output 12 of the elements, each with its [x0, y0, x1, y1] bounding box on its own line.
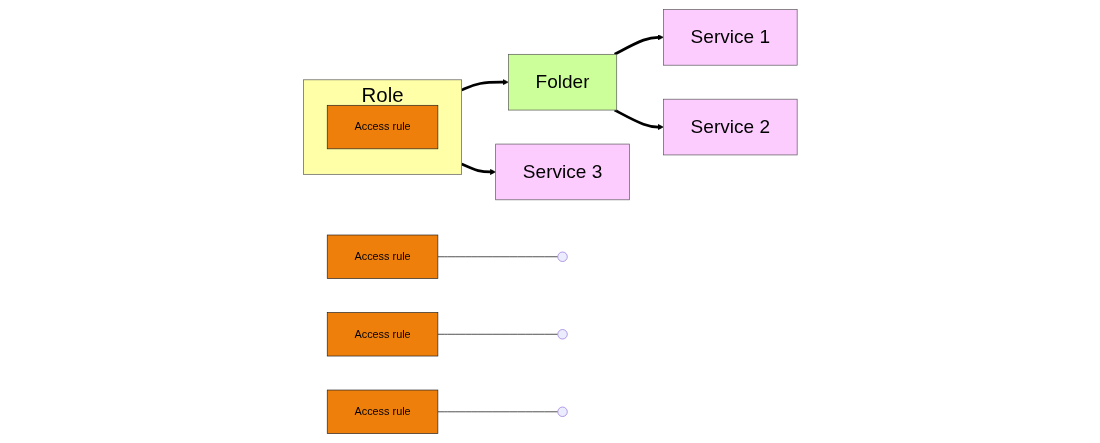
- node-box: Access rule: [326, 234, 438, 279]
- node-box: Access rule: [326, 389, 438, 434]
- node-box: Service 2: [662, 98, 798, 156]
- arrow: [613, 108, 664, 131]
- arrow: [460, 162, 496, 175]
- node-box: Access rule: [326, 104, 438, 150]
- arrow: [613, 34, 664, 56]
- node-box: Service 1: [662, 9, 798, 66]
- arrow: [460, 79, 509, 92]
- node-box: Access rule: [326, 312, 438, 357]
- node-box: Folder: [507, 53, 617, 111]
- node-box: Service 3: [495, 143, 630, 201]
